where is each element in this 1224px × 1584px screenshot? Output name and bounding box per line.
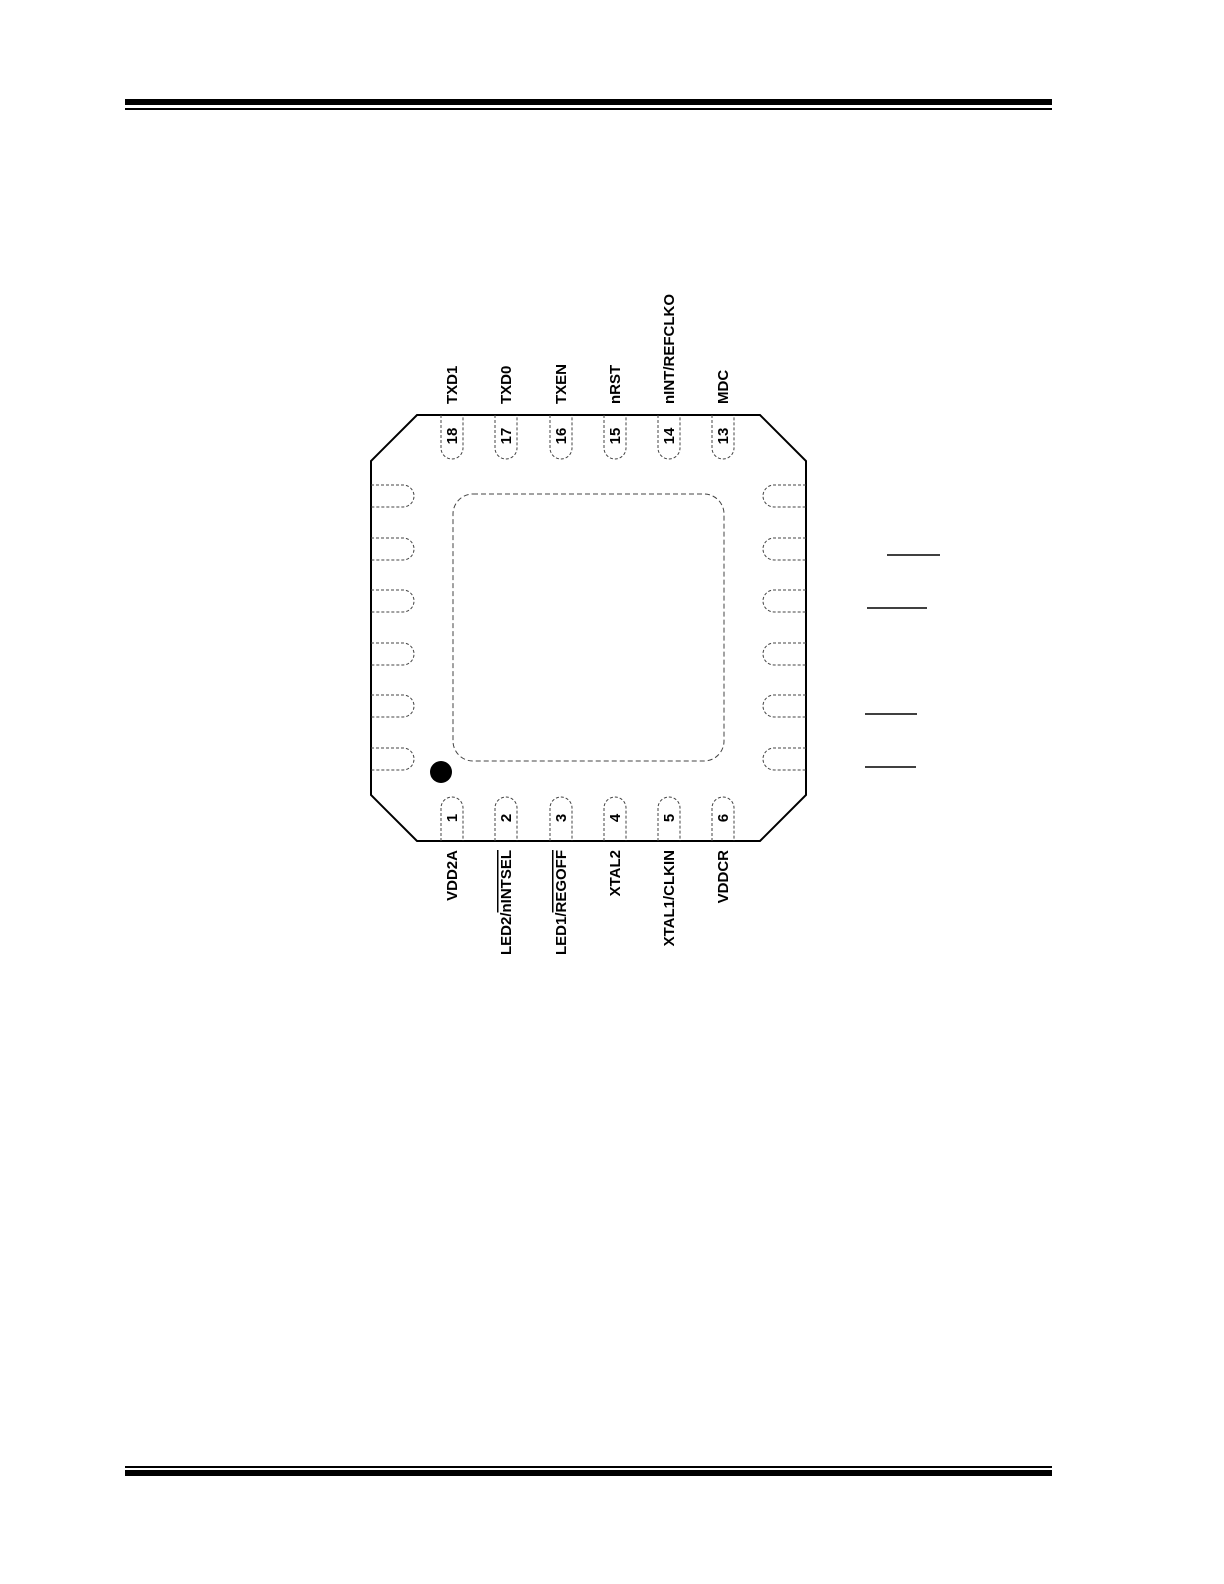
pin-label: TXEN [553, 364, 570, 404]
pin-label-text: LED1/ [553, 912, 570, 955]
pin-label: LED2/nINTSEL [498, 850, 515, 955]
pin-label: XTAL2 [607, 850, 624, 896]
header-rule-thick [125, 99, 1052, 105]
pin-number: 4 [607, 813, 624, 822]
pin-label-overbar-text: nINTSEL [498, 850, 515, 913]
pin-pad-bottom-2 [494, 796, 518, 841]
pin-label: VDDCR [715, 850, 732, 904]
pin-label-text: LED2/ [498, 912, 515, 955]
pin-number: 15 [607, 428, 624, 445]
pin-pad-top-1 [440, 415, 464, 460]
exposed-pad [452, 493, 725, 762]
pin-number: 6 [715, 814, 732, 822]
pin-number: 13 [715, 428, 732, 445]
pin-pad-bottom-6 [711, 796, 735, 841]
footer-rule-thick [125, 1470, 1052, 1476]
pin-pad-top-3 [549, 415, 573, 460]
pin-label-text: XTAL1/CLKIN [661, 850, 678, 946]
pin1-marker [430, 761, 452, 783]
pin-label: nINT/REFCLKO [661, 294, 678, 404]
package-outline [370, 414, 807, 842]
pin-pad-bottom-4 [603, 796, 627, 841]
pin-pad-right-3 [762, 589, 806, 613]
pin-label: LED1/REGOFF [553, 850, 570, 955]
pin-label: VDD2A [444, 850, 461, 901]
pin-pad-right-4 [762, 642, 806, 666]
pin-pad-left-4 [371, 642, 415, 666]
pin-label-overbar-text: REGOFF [553, 850, 570, 913]
pin-number: 5 [661, 814, 678, 822]
pin-number: 3 [553, 814, 570, 822]
pin-pad-top-4 [603, 415, 627, 460]
pin-pad-left-5 [371, 694, 415, 718]
pin-label: TXD0 [498, 366, 515, 404]
pin-number: 16 [553, 428, 570, 445]
pin-label: TXD1 [444, 366, 461, 404]
pin-pad-bottom-1 [440, 796, 464, 841]
pin-pad-bottom-3 [549, 796, 573, 841]
pin-pad-top-5 [657, 415, 681, 460]
pin-label-text: XTAL2 [607, 850, 624, 896]
pin-pad-right-1 [762, 484, 806, 508]
pin-number: 2 [498, 814, 515, 822]
pin-label: MDC [715, 370, 732, 404]
right-side-overbars [865, 554, 940, 768]
pin-pad-right-2 [762, 537, 806, 561]
pin-pad-right-5 [762, 694, 806, 718]
pin-pad-left-3 [371, 589, 415, 613]
footer-rule-thin [125, 1466, 1052, 1468]
pin-number: 14 [661, 427, 678, 444]
pin-number: 18 [444, 428, 461, 445]
pin-label-text: VDD2A [444, 850, 461, 901]
header-rule-thin [125, 108, 1052, 110]
pin-pad-left-6 [371, 747, 415, 771]
pin-label: XTAL1/CLKIN [661, 850, 678, 946]
pin-label: nRST [607, 365, 624, 404]
pin-pad-top-6 [711, 415, 735, 460]
pin-pad-right-6 [762, 747, 806, 771]
pin-number: 1 [444, 814, 461, 822]
pin-pad-top-2 [494, 415, 518, 460]
pin-pad-left-1 [371, 484, 415, 508]
pin-pad-left-2 [371, 537, 415, 561]
pin-pad-bottom-5 [657, 796, 681, 841]
pin-pads [371, 415, 806, 841]
pin-number: 17 [498, 428, 515, 445]
pin-label-text: VDDCR [715, 850, 732, 904]
